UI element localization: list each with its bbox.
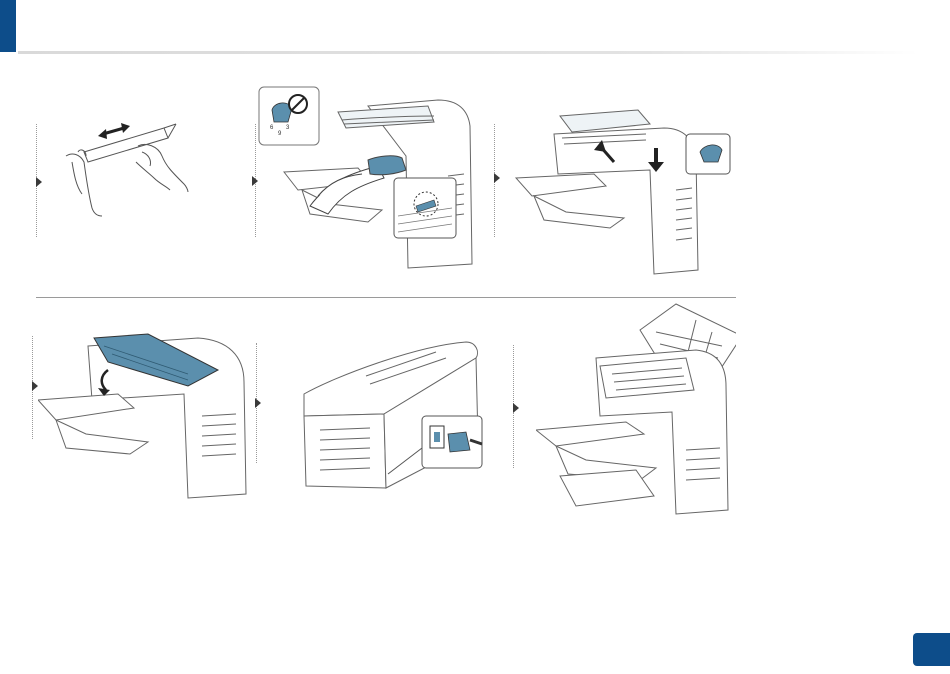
step-2-insert-toner-illustration: 6 3 9 — [258, 86, 483, 271]
step-3-lock-toner-illustration — [514, 100, 734, 275]
step-5-plug-power-cord-illustration — [296, 336, 486, 496]
header-accent-bar — [0, 0, 16, 52]
step-1-arrow-icon — [36, 177, 42, 187]
page-number-badge — [913, 633, 950, 666]
header-rule — [18, 51, 918, 54]
step-5-arrow-icon — [255, 398, 261, 408]
step-6-arrow-icon — [513, 403, 519, 413]
section-divider — [36, 297, 736, 298]
step-6-printer-ready-illustration — [536, 300, 736, 518]
step-3-arrow-icon — [494, 173, 500, 183]
step-1-roller-shake-illustration — [58, 112, 198, 222]
step-4-close-cover-illustration — [38, 330, 248, 500]
